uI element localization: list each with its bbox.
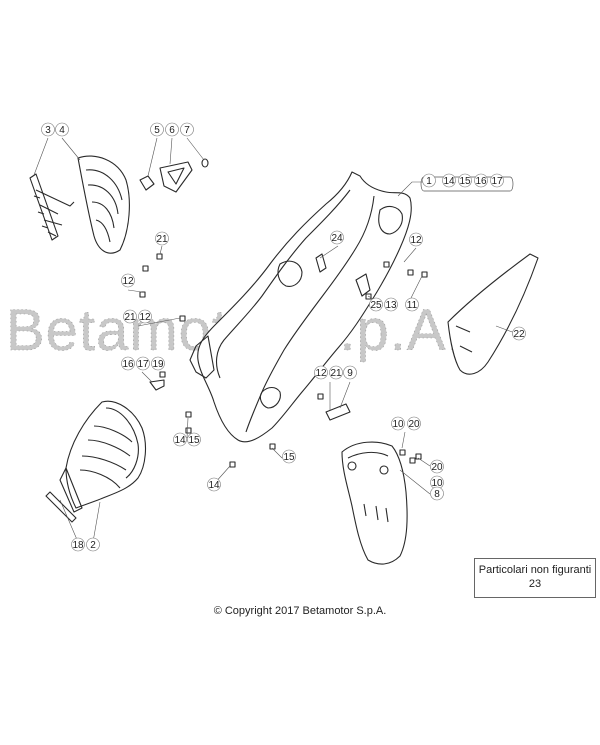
copyright-text: © Copyright 2017 Betamotor S.p.A. xyxy=(213,605,387,617)
callout-number: 12 xyxy=(139,312,151,323)
callout-number: 20 xyxy=(408,419,420,430)
callout-circle xyxy=(430,486,444,501)
callout-number: 7 xyxy=(184,125,190,136)
callout-circle xyxy=(173,432,187,447)
callout-bracket-1 xyxy=(420,176,514,192)
callout-number: 5 xyxy=(154,125,160,136)
callout-number: 15 xyxy=(459,176,471,187)
callout-circle xyxy=(71,537,85,552)
callout-circle xyxy=(165,122,179,137)
callout-number: 10 xyxy=(392,419,404,430)
callout-circle xyxy=(282,449,296,464)
retaining-clip xyxy=(325,403,351,421)
callout-circle xyxy=(123,309,137,324)
callout-number: 15 xyxy=(188,435,200,446)
callout-number: 17 xyxy=(137,359,149,370)
callout-circle xyxy=(330,230,344,245)
heat-shield xyxy=(341,441,408,565)
legend-number: 23 xyxy=(528,578,542,590)
callout-circle xyxy=(138,309,152,324)
callout-number: 21 xyxy=(124,312,136,323)
small-bracket-parts xyxy=(139,158,209,193)
callout-circle xyxy=(121,273,135,288)
callout-number: 21 xyxy=(330,368,342,379)
callout-number: 25 xyxy=(370,300,382,311)
callout-number: 22 xyxy=(513,329,525,340)
callout-number: 14 xyxy=(443,176,455,187)
air-duct xyxy=(59,400,147,513)
headlight-lens xyxy=(77,155,130,254)
callout-number: 14 xyxy=(208,480,220,491)
callout-number: 12 xyxy=(410,235,422,246)
callout-number: 19 xyxy=(152,359,164,370)
callout-number: 1 xyxy=(426,176,432,187)
callout-circle xyxy=(474,173,488,188)
callout-circle xyxy=(155,231,169,246)
callout-number: 2 xyxy=(90,540,96,551)
callout-number: 15 xyxy=(283,452,295,463)
callout-number: 20 xyxy=(431,462,443,473)
callout-number: 21 xyxy=(156,234,168,245)
callout-circle xyxy=(150,122,164,137)
callout-number: 13 xyxy=(385,300,397,311)
callout-circle xyxy=(490,173,504,188)
leader-lines xyxy=(33,137,516,543)
callout-circle xyxy=(391,416,405,431)
callout-circle xyxy=(329,365,343,380)
legend-box: Particolari non figuranti 23 xyxy=(474,558,596,598)
callout-number: 8 xyxy=(434,489,440,500)
callout-number: 10 xyxy=(431,478,443,489)
callout-number: 24 xyxy=(331,233,343,244)
callout-number: 18 xyxy=(72,540,84,551)
callout-circle xyxy=(442,173,456,188)
callout-number: 11 xyxy=(407,300,418,311)
callout-number: 17 xyxy=(491,176,503,187)
callout-circle xyxy=(180,122,194,137)
side-panel xyxy=(447,253,539,375)
callout-number: 16 xyxy=(475,176,487,187)
legend-title: Particolari non figuranti xyxy=(478,564,592,576)
callout-circle xyxy=(121,356,135,371)
callout-number: 16 xyxy=(122,359,134,370)
callout-circle xyxy=(512,326,526,341)
strap-clamp xyxy=(45,491,77,523)
callout-circle xyxy=(207,477,221,492)
callout-circle xyxy=(405,297,419,312)
callout-circle xyxy=(187,432,201,447)
callout-number: 12 xyxy=(315,368,327,379)
callout-circle xyxy=(430,459,444,474)
callout-circle xyxy=(86,537,100,552)
callout-number: 4 xyxy=(59,125,65,136)
callout-circle xyxy=(314,365,328,380)
callout-circle xyxy=(407,416,421,431)
callout-circle xyxy=(151,356,165,371)
callout-number: 9 xyxy=(347,368,353,379)
callout-circle xyxy=(369,297,383,312)
callout-circle xyxy=(409,232,423,247)
callout-circle xyxy=(384,297,398,312)
callout-circle xyxy=(136,356,150,371)
callout-circle xyxy=(458,173,472,188)
callout-circle xyxy=(41,122,55,137)
headlight-bracket xyxy=(29,173,75,241)
callout-circle xyxy=(55,122,69,137)
callout-circle xyxy=(343,365,357,380)
callout-number: 14 xyxy=(174,435,186,446)
callout-circle xyxy=(422,173,436,188)
callout-number: 3 xyxy=(45,125,51,136)
fasteners xyxy=(139,253,428,468)
front-mask-body xyxy=(189,171,412,443)
callout-number: 12 xyxy=(122,276,134,287)
callout-number: 6 xyxy=(169,125,175,136)
